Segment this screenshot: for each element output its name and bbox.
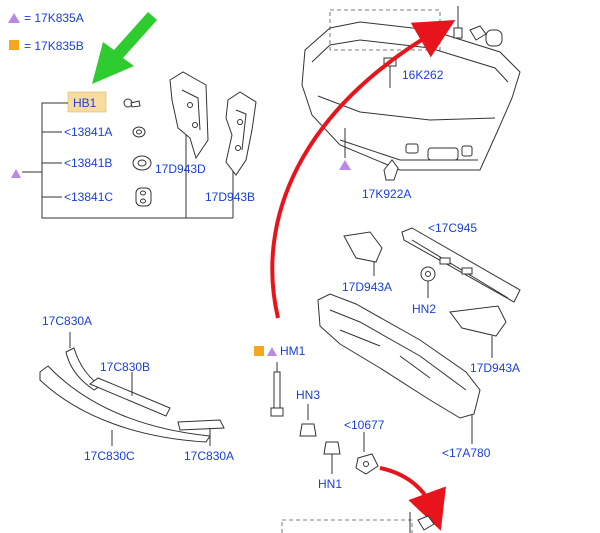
bolt-hm1: [270, 362, 284, 417]
screw-hb1: [123, 98, 141, 108]
kit-triangle-icon: [11, 169, 21, 178]
legend-square-text: = 17K835B: [24, 39, 84, 53]
trim-strip-17c830c: [39, 365, 211, 443]
legend-square-icon: [9, 40, 19, 50]
label-13841a: <13841A: [64, 125, 112, 139]
label-hn2: HN2: [412, 302, 436, 316]
nut-hn3: [299, 423, 317, 437]
label-hm1: HM1: [280, 344, 306, 358]
label-13841b: <13841B: [64, 156, 112, 170]
bolts-top-right: [453, 6, 503, 47]
label-17c830b: 17C830B: [100, 360, 150, 374]
hb1-callout-box: [67, 91, 107, 113]
green-pointer-arrow: [92, 12, 157, 84]
label-hn3: HN3: [296, 388, 320, 402]
label-17k922a: 17K922A: [362, 187, 411, 201]
nut-hn1: [323, 441, 341, 455]
red-curved-arrow-main: [270, 19, 456, 319]
hb1-callout-text: HB1: [73, 96, 97, 110]
hm1-square-icon: [254, 346, 264, 356]
bumper-cover-17k835a: [301, 21, 521, 171]
clip-13841c: [135, 187, 152, 207]
bracket-17d943a-lower: [449, 305, 507, 358]
reinforcement-17c945: [401, 227, 521, 303]
red-curved-arrow-small: [379, 466, 446, 531]
legend-triangle-icon: [8, 13, 20, 23]
label-16k262: 16K262: [402, 68, 444, 82]
label-17a780: <17A780: [442, 446, 491, 460]
bottom-dashed-outline: [281, 519, 413, 533]
label-17c830a-right: 17C830A: [184, 449, 234, 463]
label-hn1: HN1: [318, 477, 342, 491]
label-17c830c: 17C830C: [84, 449, 135, 463]
label-17d943d: 17D943D: [155, 162, 206, 176]
bumper-triangle-icon: [339, 160, 351, 170]
bracket-17d943a-upper: [343, 231, 383, 276]
bracket-17d943b: [225, 91, 257, 176]
clip-17k922a: [383, 159, 399, 181]
trim-strip-17c830b: [89, 377, 171, 417]
absorber-17a780: [317, 293, 481, 419]
label-17c830a-left: 17C830A: [42, 314, 92, 328]
legend-triangle-text: = 17K835A: [24, 11, 84, 25]
washer-13841a: [132, 126, 146, 138]
label-13841c: <13841C: [64, 190, 113, 204]
clip-10677: [355, 453, 379, 475]
nut-hn2: [420, 266, 436, 298]
label-17d943b: 17D943B: [205, 190, 255, 204]
trim-strip-17c830a-right: [177, 419, 225, 431]
hm1-triangle-icon: [267, 347, 277, 356]
bracket-17d943d: [169, 71, 209, 160]
bolts-bottom: [409, 512, 435, 533]
washer-13841b: [132, 155, 152, 171]
label-17d943a-lower: 17D943A: [470, 361, 520, 375]
label-17c945: <17C945: [428, 221, 477, 235]
label-10677: <10677: [344, 418, 385, 432]
label-17d943a-upper: 17D943A: [342, 280, 392, 294]
trim-leaders: [69, 332, 211, 446]
